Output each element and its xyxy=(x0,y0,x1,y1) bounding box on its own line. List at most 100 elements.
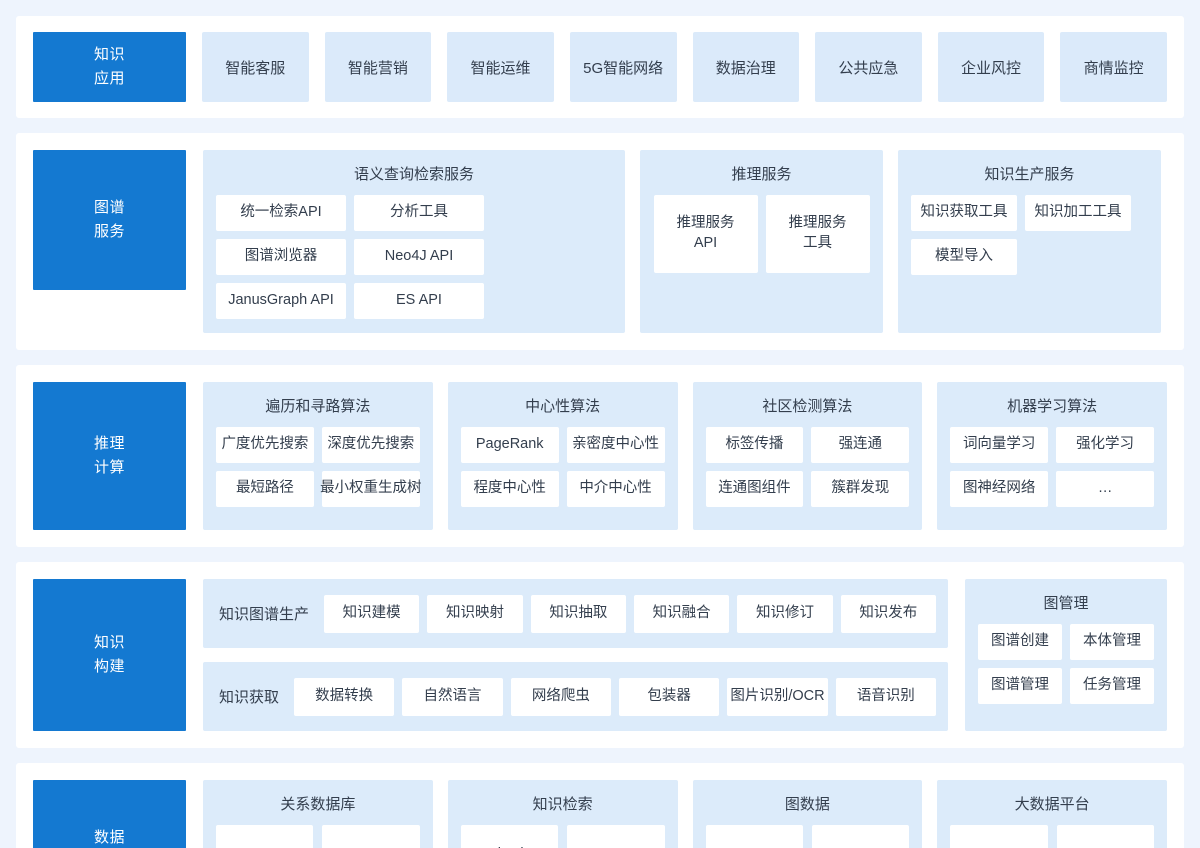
storage-card[interactable]: Redis xyxy=(567,825,665,848)
algorithm-card[interactable]: PageRank xyxy=(460,427,559,463)
capability-card[interactable]: JanusGraph API xyxy=(216,283,346,319)
group-title: 关系数据库 xyxy=(280,796,356,813)
layer-label-knowledge-application[interactable]: 知识 应用 xyxy=(33,32,186,102)
group-title: 知识生产服务 xyxy=(984,166,1075,183)
app-card[interactable]: 企业风控 xyxy=(937,32,1045,102)
group-cards: Neo4j JanusGra xyxy=(705,825,910,848)
group-title: 推理服务 xyxy=(731,166,792,183)
algorithm-card[interactable]: 强化学习 xyxy=(1056,427,1154,463)
algorithm-card[interactable]: 词向量学习 xyxy=(950,427,1049,463)
app-card[interactable]: 商情监控 xyxy=(1060,32,1167,102)
management-card[interactable]: 图谱管理 xyxy=(978,668,1062,704)
data-storage-groups: 关系数据库 PostgreSQL MySQL 知识检索 Elastic Sear… xyxy=(203,780,1167,848)
group-graph-management: 图管理 图谱创建 本体管理 图谱管理 任务管理 xyxy=(965,579,1167,731)
pipeline-card[interactable]: 网络爬虫 xyxy=(510,677,611,716)
storage-card[interactable]: JanusGra xyxy=(811,825,910,848)
group-title: 机器学习算法 xyxy=(1007,398,1098,415)
layer-label-line-2: 构建 xyxy=(93,658,125,675)
card-line-1: 推理服务 xyxy=(788,215,847,232)
layer-label-line-1: 数据 xyxy=(93,828,125,846)
storage-card[interactable]: MySQL xyxy=(322,825,420,848)
group-cards: Elastic Search Redis xyxy=(460,825,665,848)
layer-label-data-storage[interactable]: 数据 存储 xyxy=(33,780,186,848)
pipeline-card[interactable]: 知识融合 xyxy=(634,594,730,633)
layer-row-reasoning-computation: 推理 计算 遍历和寻路算法 广度优先搜索 深度优先搜索 最短路径 最小权重生成树… xyxy=(16,365,1184,547)
capability-card[interactable]: 模型导入 xyxy=(911,239,1017,275)
layer-label-line-2: 服务 xyxy=(93,223,125,240)
algorithm-card[interactable]: 中介中心性 xyxy=(566,471,665,507)
pipeline-card[interactable]: 知识修订 xyxy=(737,594,833,633)
pipeline-card[interactable]: 知识抽取 xyxy=(530,594,626,633)
group-cards: 图谱创建 本体管理 图谱管理 任务管理 xyxy=(978,624,1154,704)
algorithm-card[interactable]: 强连通 xyxy=(811,427,910,463)
algorithm-card[interactable]: 图神经网络 xyxy=(950,471,1049,507)
group-cards: 推理服务 API 推理服务 工具 xyxy=(653,195,870,273)
card-line-1: 推理服务 xyxy=(676,215,735,232)
group-cards: 词向量学习 强化学习 图神经网络 … xyxy=(950,427,1154,507)
algorithm-card[interactable]: 簇群发现 xyxy=(811,471,910,507)
layer-label-graph-service[interactable]: 图谱 服务 xyxy=(33,150,186,290)
group-title: 大数据平台 xyxy=(1014,796,1090,813)
layer-row-graph-service: 图谱 服务 语义查询检索服务 统一检索API 分析工具 图谱浏览器 Neo4J … xyxy=(16,133,1184,350)
app-card[interactable]: 智能运维 xyxy=(447,32,554,102)
app-card[interactable]: 智能营销 xyxy=(324,32,432,102)
capability-card[interactable]: 知识获取工具 xyxy=(911,195,1017,231)
group-machine-learning-algorithms: 机器学习算法 词向量学习 强化学习 图神经网络 … xyxy=(937,382,1167,530)
group-cards: HBase Hive xyxy=(950,825,1154,848)
storage-card[interactable]: Neo4j xyxy=(705,825,803,848)
group-cards: 广度优先搜索 深度优先搜索 最短路径 最小权重生成树 xyxy=(216,427,422,507)
app-card[interactable]: 智能客服 xyxy=(202,32,309,102)
group-cards: PageRank 亲密度中心性 程度中心性 中介中心性 xyxy=(460,427,665,507)
app-card[interactable]: 公共应急 xyxy=(815,32,922,102)
layer-row-knowledge-application: 知识 应用 智能客服 智能营销 智能运维 5G智能网络 数据治理 公共应急 企业… xyxy=(16,16,1184,118)
group-title: 社区检测算法 xyxy=(762,398,853,415)
algorithm-card[interactable]: 标签传播 xyxy=(705,427,804,463)
capability-card[interactable]: 统一检索API xyxy=(216,195,346,231)
algorithm-card[interactable]: 最小权重生成树 xyxy=(320,471,422,507)
algorithm-card[interactable]: 亲密度中心性 xyxy=(566,427,665,463)
algorithm-card-more[interactable]: … xyxy=(1056,471,1154,507)
group-knowledge-production-service: 知识生产服务 知识获取工具 知识加工工具 模型导入 xyxy=(898,150,1161,333)
group-cards: 统一检索API 分析工具 图谱浏览器 Neo4J API JanusGraph … xyxy=(216,195,612,319)
capability-card[interactable]: 推理服务 工具 xyxy=(765,195,870,273)
pipeline-card[interactable]: 知识建模 xyxy=(324,594,420,633)
layer-label-line-1: 图谱 xyxy=(93,198,125,216)
pipeline-card[interactable]: 语音识别 xyxy=(835,677,936,716)
capability-card[interactable]: 图谱浏览器 xyxy=(216,239,346,275)
algorithm-card[interactable]: 广度优先搜索 xyxy=(216,427,314,463)
app-card[interactable]: 数据治理 xyxy=(692,32,800,102)
layer-row-data-storage: 数据 存储 关系数据库 PostgreSQL MySQL 知识检索 xyxy=(16,763,1184,848)
app-card[interactable]: 5G智能网络 xyxy=(569,32,677,102)
pipeline-card[interactable]: 数据转换 xyxy=(294,677,395,716)
capability-card[interactable]: 知识加工工具 xyxy=(1025,195,1131,231)
group-semantic-query-service: 语义查询检索服务 统一检索API 分析工具 图谱浏览器 Neo4J API Ja… xyxy=(203,150,625,333)
algorithm-card[interactable]: 连通图组件 xyxy=(705,471,804,507)
management-card[interactable]: 任务管理 xyxy=(1070,668,1154,704)
pipeline-card[interactable]: 包装器 xyxy=(619,677,720,716)
management-card[interactable]: 本体管理 xyxy=(1070,624,1154,660)
storage-card[interactable]: Hive xyxy=(1056,825,1154,848)
capability-card[interactable]: 推理服务 API xyxy=(653,195,758,273)
layer-label-reasoning-computation[interactable]: 推理 计算 xyxy=(33,382,186,530)
storage-card[interactable]: PostgreSQL xyxy=(216,825,314,848)
capability-card[interactable]: Neo4J API xyxy=(354,239,484,275)
strip-knowledge-graph-production: 知识图谱生产 知识建模 知识映射 知识抽取 知识融合 知识修订 知识发布 xyxy=(203,579,948,648)
algorithm-card[interactable]: 程度中心性 xyxy=(460,471,559,507)
algorithm-card[interactable]: 最短路径 xyxy=(216,471,314,507)
capability-card[interactable]: ES API xyxy=(354,283,484,319)
algorithm-card[interactable]: 深度优先搜索 xyxy=(321,427,420,463)
pipeline-card[interactable]: 知识发布 xyxy=(840,594,936,633)
storage-card[interactable]: HBase xyxy=(950,825,1048,848)
pipeline-card[interactable]: 图片识别/OCR xyxy=(727,677,828,716)
layer-label-knowledge-construction[interactable]: 知识 构建 xyxy=(33,579,186,731)
layer-label-line-1: 知识 xyxy=(93,633,125,651)
storage-card[interactable]: Elastic Search xyxy=(460,825,559,848)
group-community-detection-algorithms: 社区检测算法 标签传播 强连通 连通图组件 簇群发现 xyxy=(692,382,923,530)
graph-service-groups: 语义查询检索服务 统一检索API 分析工具 图谱浏览器 Neo4J API Ja… xyxy=(203,150,1167,333)
capability-card[interactable]: 分析工具 xyxy=(354,195,484,231)
pipeline-card[interactable]: 知识映射 xyxy=(427,594,523,633)
pipeline-card[interactable]: 自然语言 xyxy=(402,677,503,716)
group-cards: PostgreSQL MySQL xyxy=(216,825,420,848)
management-card[interactable]: 图谱创建 xyxy=(978,624,1062,660)
